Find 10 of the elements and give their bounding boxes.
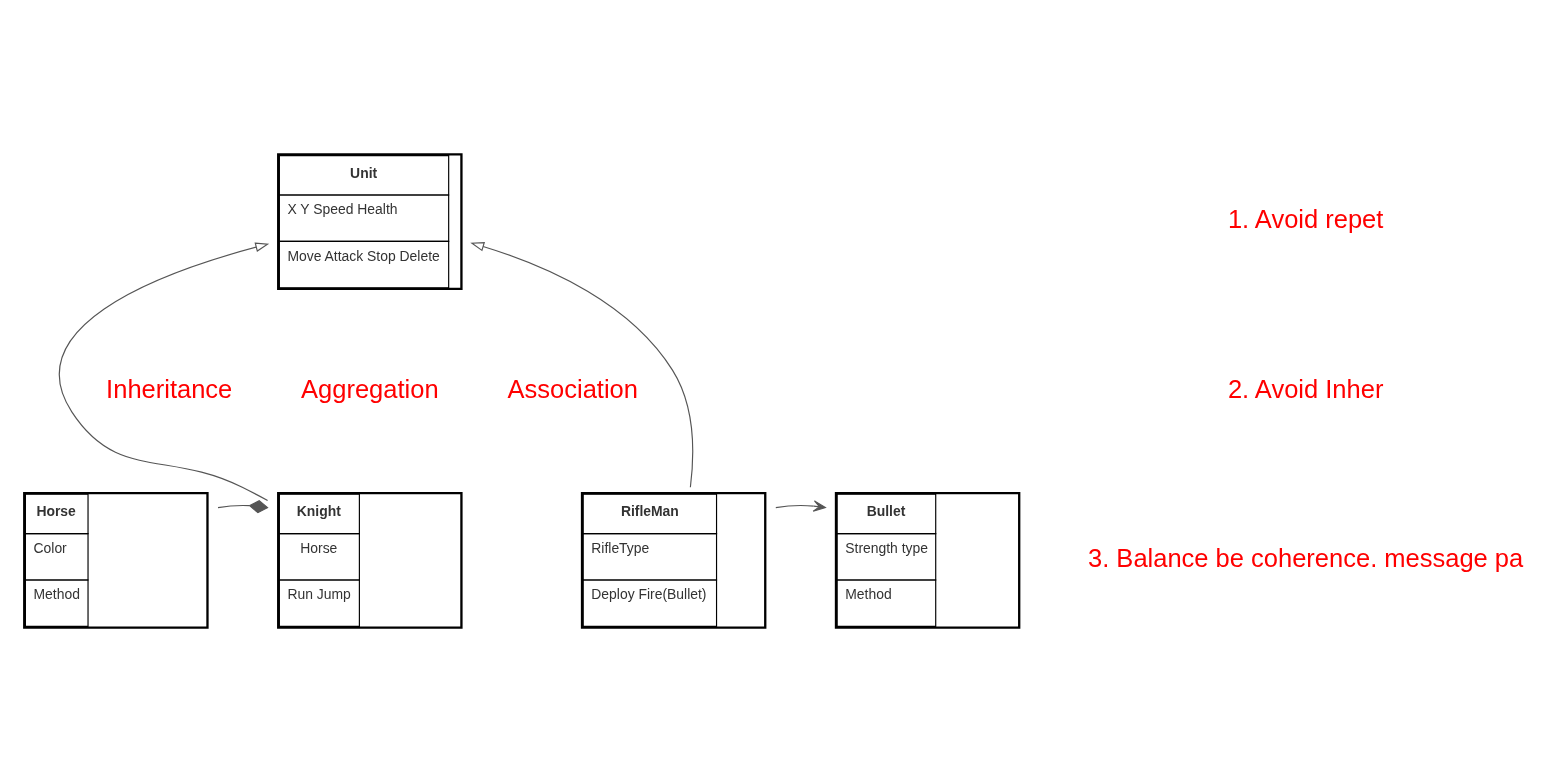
connector [217,499,269,513]
arrow [58,242,270,501]
arrow [775,499,826,512]
label: Aggregation [301,373,439,402]
label: 3. Balance be coherence. message pa [1088,543,1524,572]
arrow [470,241,694,488]
label: Association [507,373,638,402]
label: 1. Avoid repet [1227,204,1384,233]
label: Inheritance [106,373,233,402]
label: 2. Avoid Inher [1227,373,1384,402]
